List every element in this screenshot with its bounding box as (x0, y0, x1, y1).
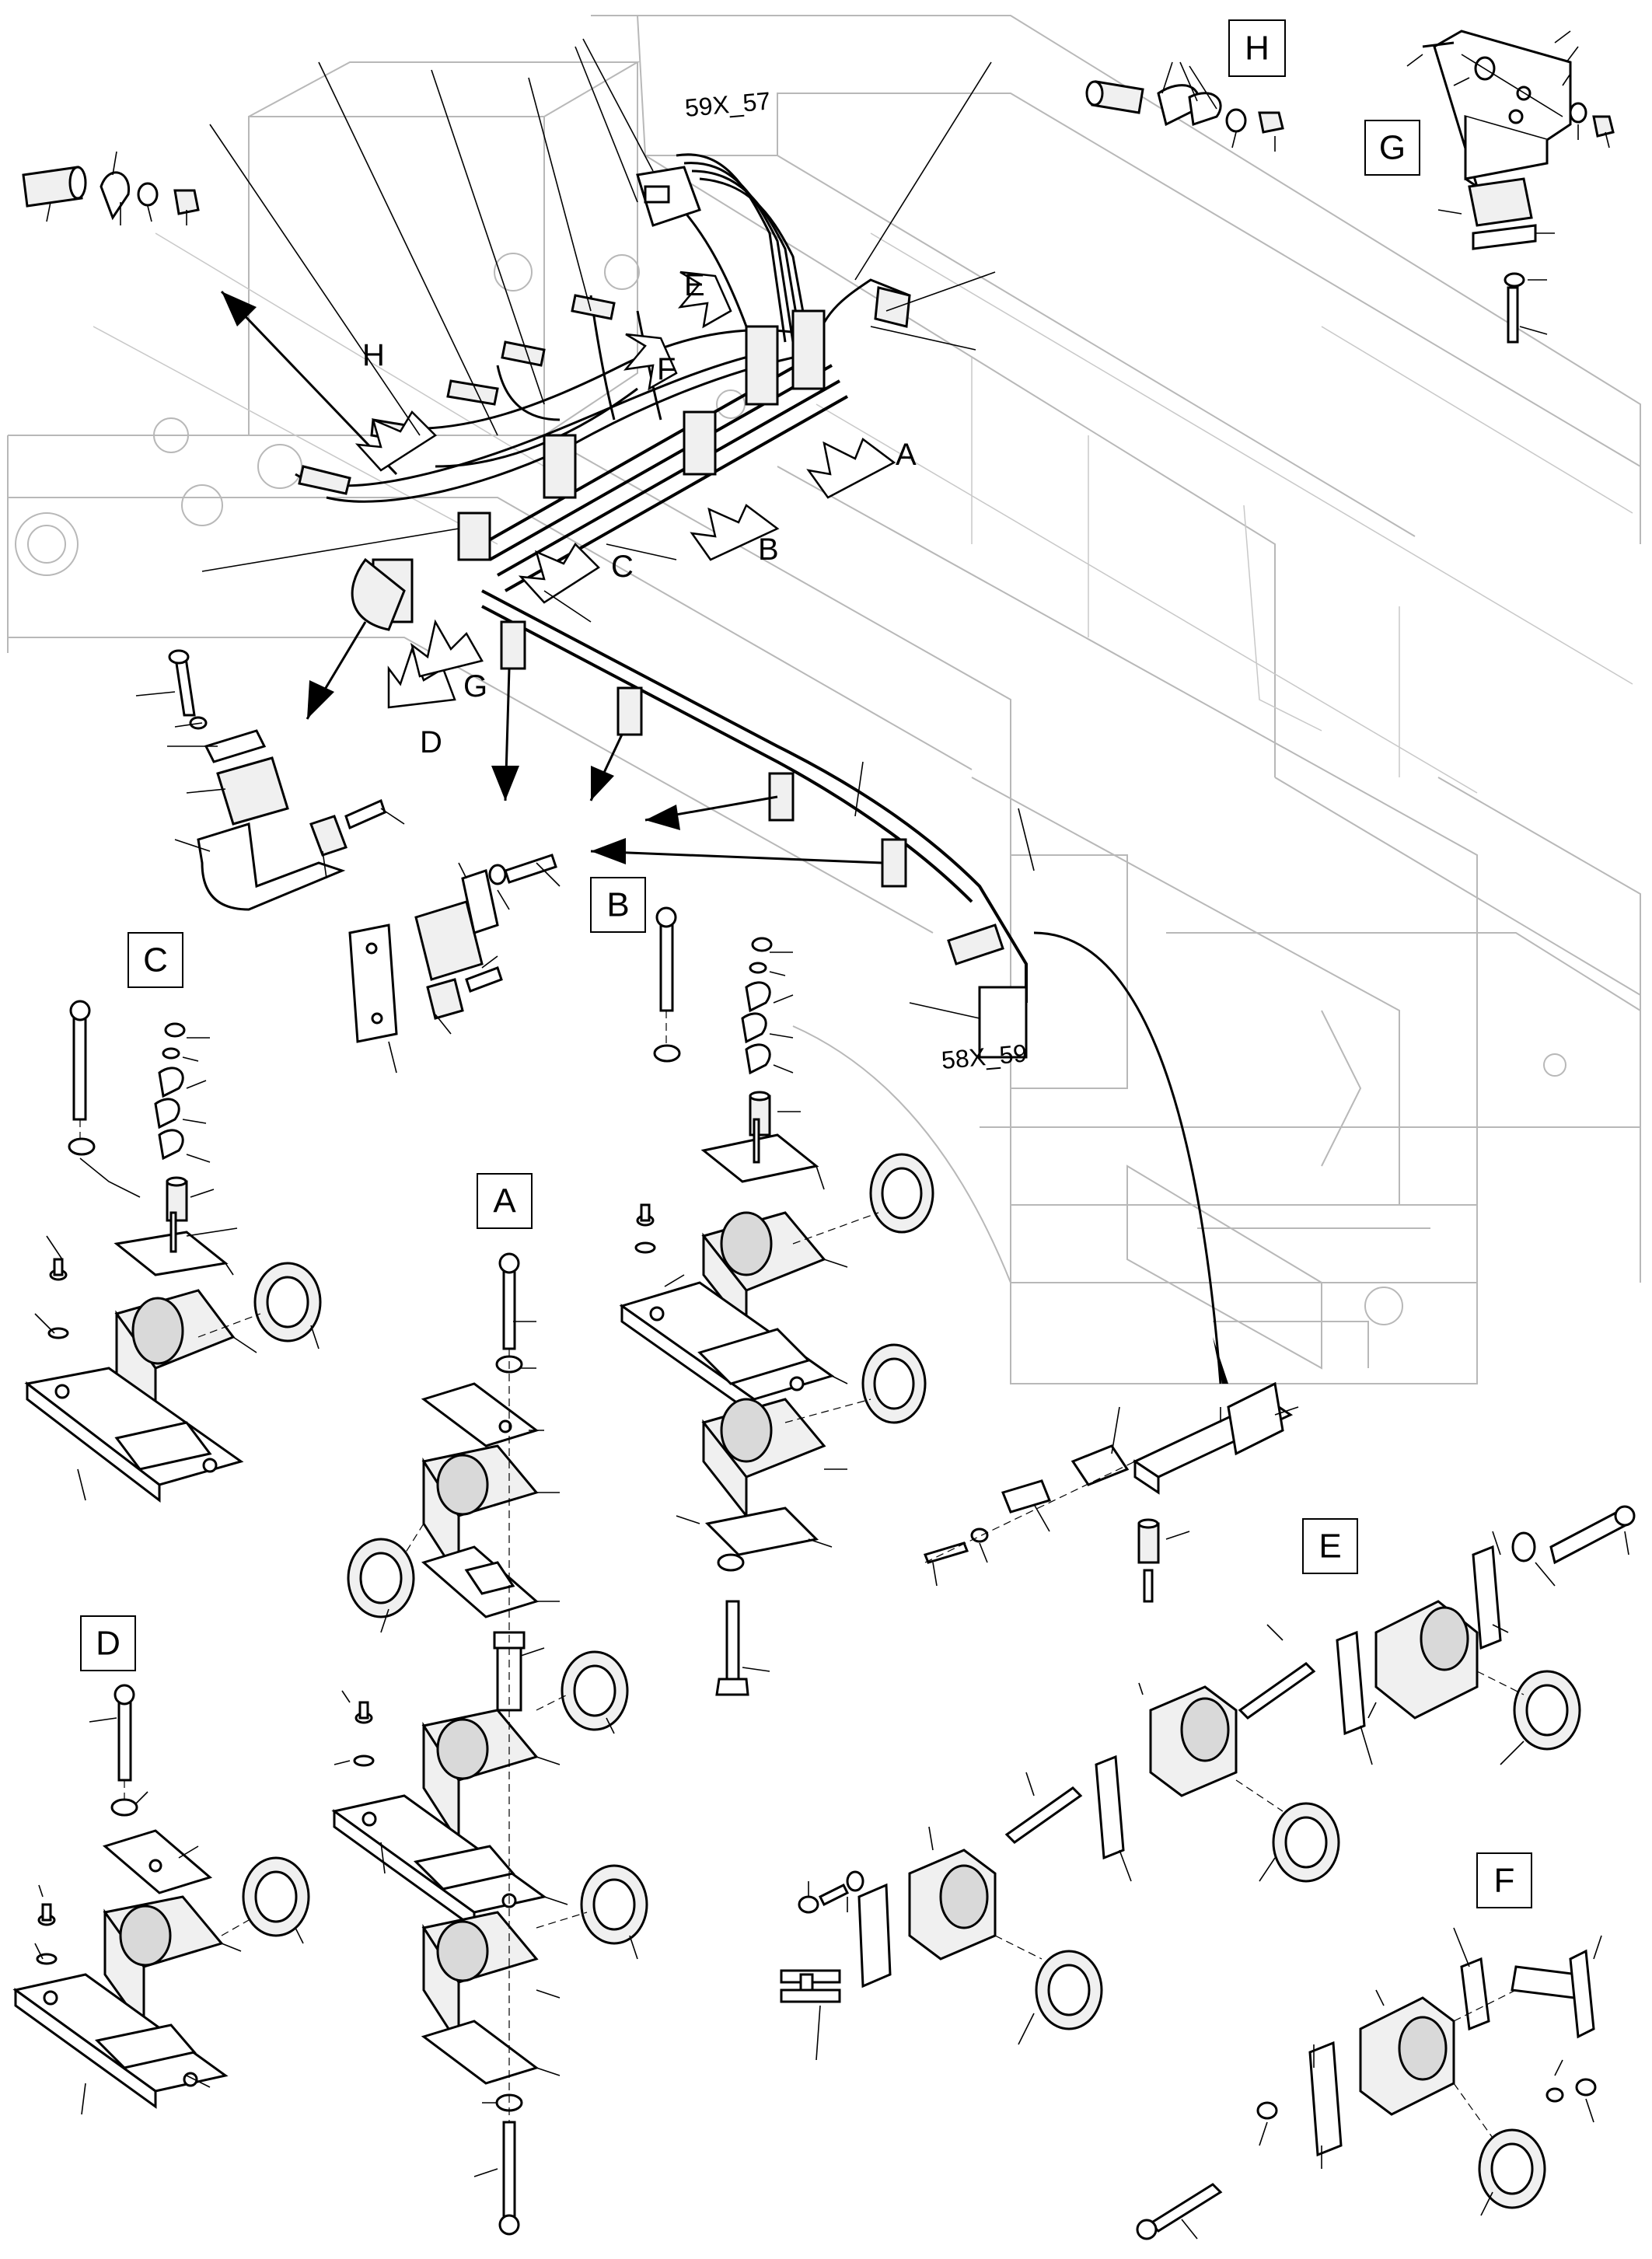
view-arrow-label-g: G (463, 669, 487, 704)
detail-label-b: B (590, 877, 646, 933)
view-arrow-h (354, 410, 437, 472)
view-arrow-c (518, 542, 600, 604)
detail-label-c: C (127, 932, 183, 988)
detail-b: B (590, 877, 934, 1696)
detail-e-lower (1004, 1682, 1340, 1883)
detail-label-a: A (477, 1173, 533, 1229)
view-arrow-a (806, 438, 896, 499)
chassis-frame (7, 15, 1641, 1384)
svg-text:B: B (606, 886, 629, 924)
detail-e-bottom (780, 1826, 1103, 2061)
detail-label-e: E (1302, 1518, 1358, 1574)
svg-text:G: G (1379, 129, 1406, 167)
connector-label-top: 59X_57 (683, 86, 771, 121)
detail-label-f: F (1476, 1852, 1532, 1908)
view-arrow-label-f: F (657, 352, 676, 386)
view-arrow-label-b: B (758, 532, 779, 567)
detail-d: D (12, 1615, 310, 2115)
main-view-leaders (201, 38, 1035, 1019)
view-arrow-g (410, 619, 484, 678)
detail-label-g: G (1364, 120, 1420, 176)
detail-f: F (1136, 1852, 1602, 2240)
view-arrow-label-e: E (684, 268, 705, 302)
detail-d-bracket (135, 649, 405, 911)
svg-text:A: A (493, 1182, 516, 1220)
detail-h: H (1085, 19, 1286, 152)
detail-top-left-parts (22, 151, 200, 225)
detail-c: C (24, 932, 322, 1503)
connector-label-bottom: 58X_59 (940, 1039, 1028, 1074)
svg-text:F: F (1494, 1862, 1515, 1900)
svg-text:C: C (143, 941, 168, 979)
svg-text:D: D (96, 1625, 120, 1663)
harness-assembly (295, 153, 1228, 1384)
view-arrows: A B C D E F G H (354, 268, 917, 759)
svg-text:H: H (1245, 30, 1270, 68)
view-arrow-b (690, 504, 780, 561)
svg-text:E: E (1318, 1528, 1341, 1566)
detail-e-bracket (923, 1381, 1299, 1603)
direction-arrows (220, 290, 883, 864)
view-arrow-label-a: A (896, 438, 917, 472)
detail-label-d: D (80, 1615, 136, 1671)
view-arrow-label-c: C (611, 550, 634, 584)
view-arrow-f (623, 333, 678, 391)
view-arrow-e (677, 271, 732, 329)
detail-center-bracket (348, 854, 561, 1074)
detail-label-h: H (1228, 19, 1286, 77)
detail-e: E (1238, 1505, 1636, 1765)
detail-a: A (331, 1173, 648, 2236)
view-arrow-label-d: D (420, 725, 442, 759)
detail-g: G (1364, 30, 1615, 344)
